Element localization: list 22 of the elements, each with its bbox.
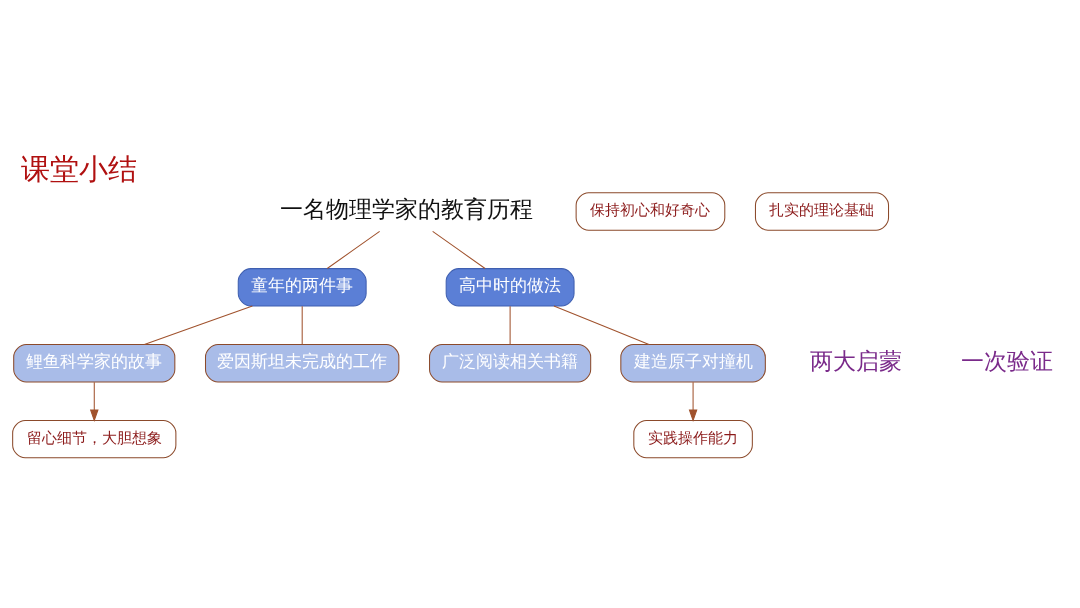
connector: [509, 305, 511, 345]
diagram-title: 课堂小结: [21, 151, 138, 186]
label: 两大启蒙: [810, 347, 903, 374]
node-box: 扎实的理论基础: [754, 191, 890, 231]
connector: [301, 305, 303, 345]
node-box: 建造原子对撞机: [620, 343, 766, 382]
label: 一次验证: [961, 347, 1054, 374]
node-box: 保持初心和好奇心: [575, 191, 726, 231]
connector: [326, 230, 381, 269]
node-box: 鲤鱼科学家的故事: [13, 343, 176, 382]
node-box: 童年的两件事: [237, 267, 367, 307]
connector: [432, 230, 486, 269]
node-box: 爱因斯坦未完成的工作: [205, 343, 400, 382]
arrow: [688, 381, 698, 422]
arrow: [89, 381, 99, 422]
node-box: 实践操作能力: [633, 419, 753, 458]
node-text: 一名物理学家的教育历程: [279, 195, 533, 222]
connector: [143, 305, 253, 345]
node-box: 广泛阅读相关书籍: [429, 343, 592, 382]
node-box: 高中时的做法: [445, 267, 575, 307]
node-box: 留心细节，大胆想象: [12, 419, 177, 458]
connector: [553, 305, 650, 345]
